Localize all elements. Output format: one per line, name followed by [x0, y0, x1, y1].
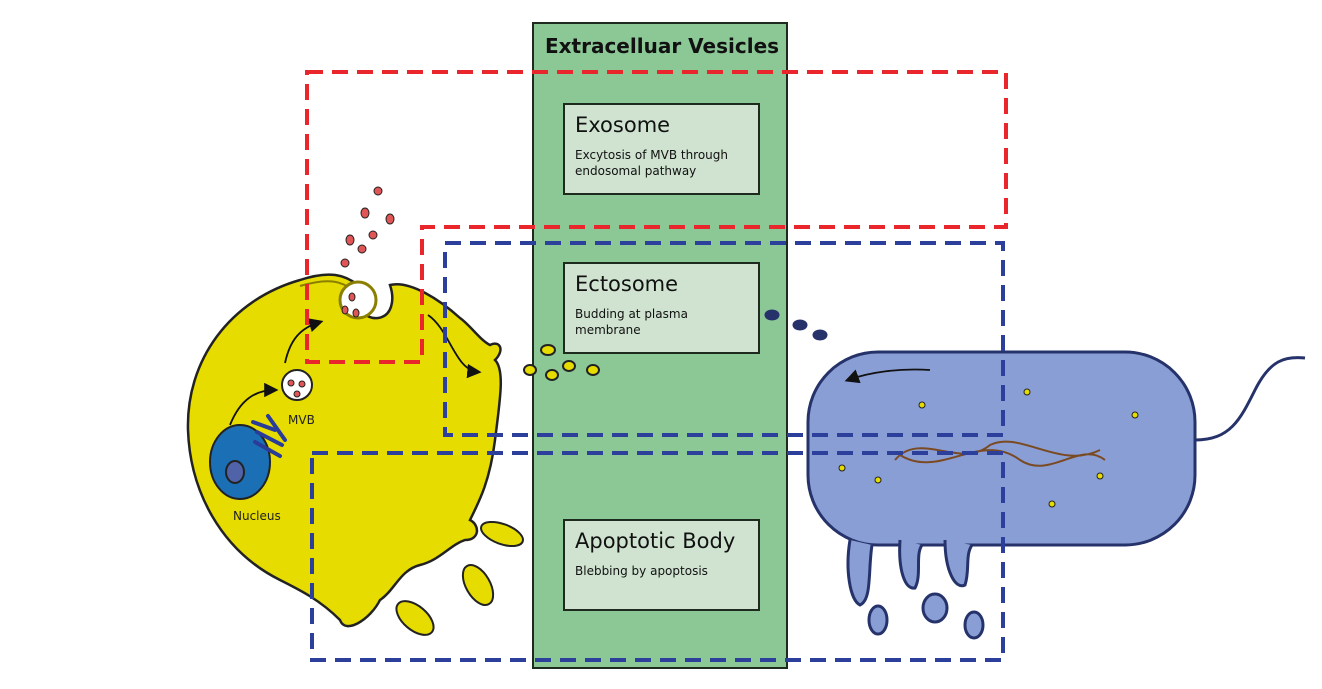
eukaryotic-cell	[186, 186, 600, 636]
exosome-title: Exosome	[575, 113, 671, 137]
golgi-icon	[251, 414, 287, 458]
bacterium	[764, 309, 1306, 640]
exosome-card: Exosome Excytosis of MVB through endosom…	[563, 103, 760, 195]
apoptotic-body-card: Apoptotic Body Blebbing by apoptosis	[563, 519, 760, 611]
ectosome-title: Ectosome	[575, 272, 679, 296]
nucleus-label: Nucleus	[233, 509, 281, 523]
exosome-description: Excytosis of MVB through endosomal pathw…	[575, 148, 729, 178]
exosome-region-outline	[305, 70, 1008, 364]
mvb-label: MVB	[288, 413, 315, 427]
panel-title: Extracelluar Vesicles	[544, 34, 780, 58]
ectosome-region-outline	[443, 241, 1005, 437]
ectosome-description: Budding at plasma membrane	[575, 307, 688, 337]
ectosome-card: Ectosome Budding at plasma membrane	[563, 262, 760, 354]
apoptotic-body-description: Blebbing by apoptosis	[575, 564, 708, 578]
apoptotic-body-title: Apoptotic Body	[575, 529, 736, 553]
mvb-icon	[281, 369, 313, 401]
